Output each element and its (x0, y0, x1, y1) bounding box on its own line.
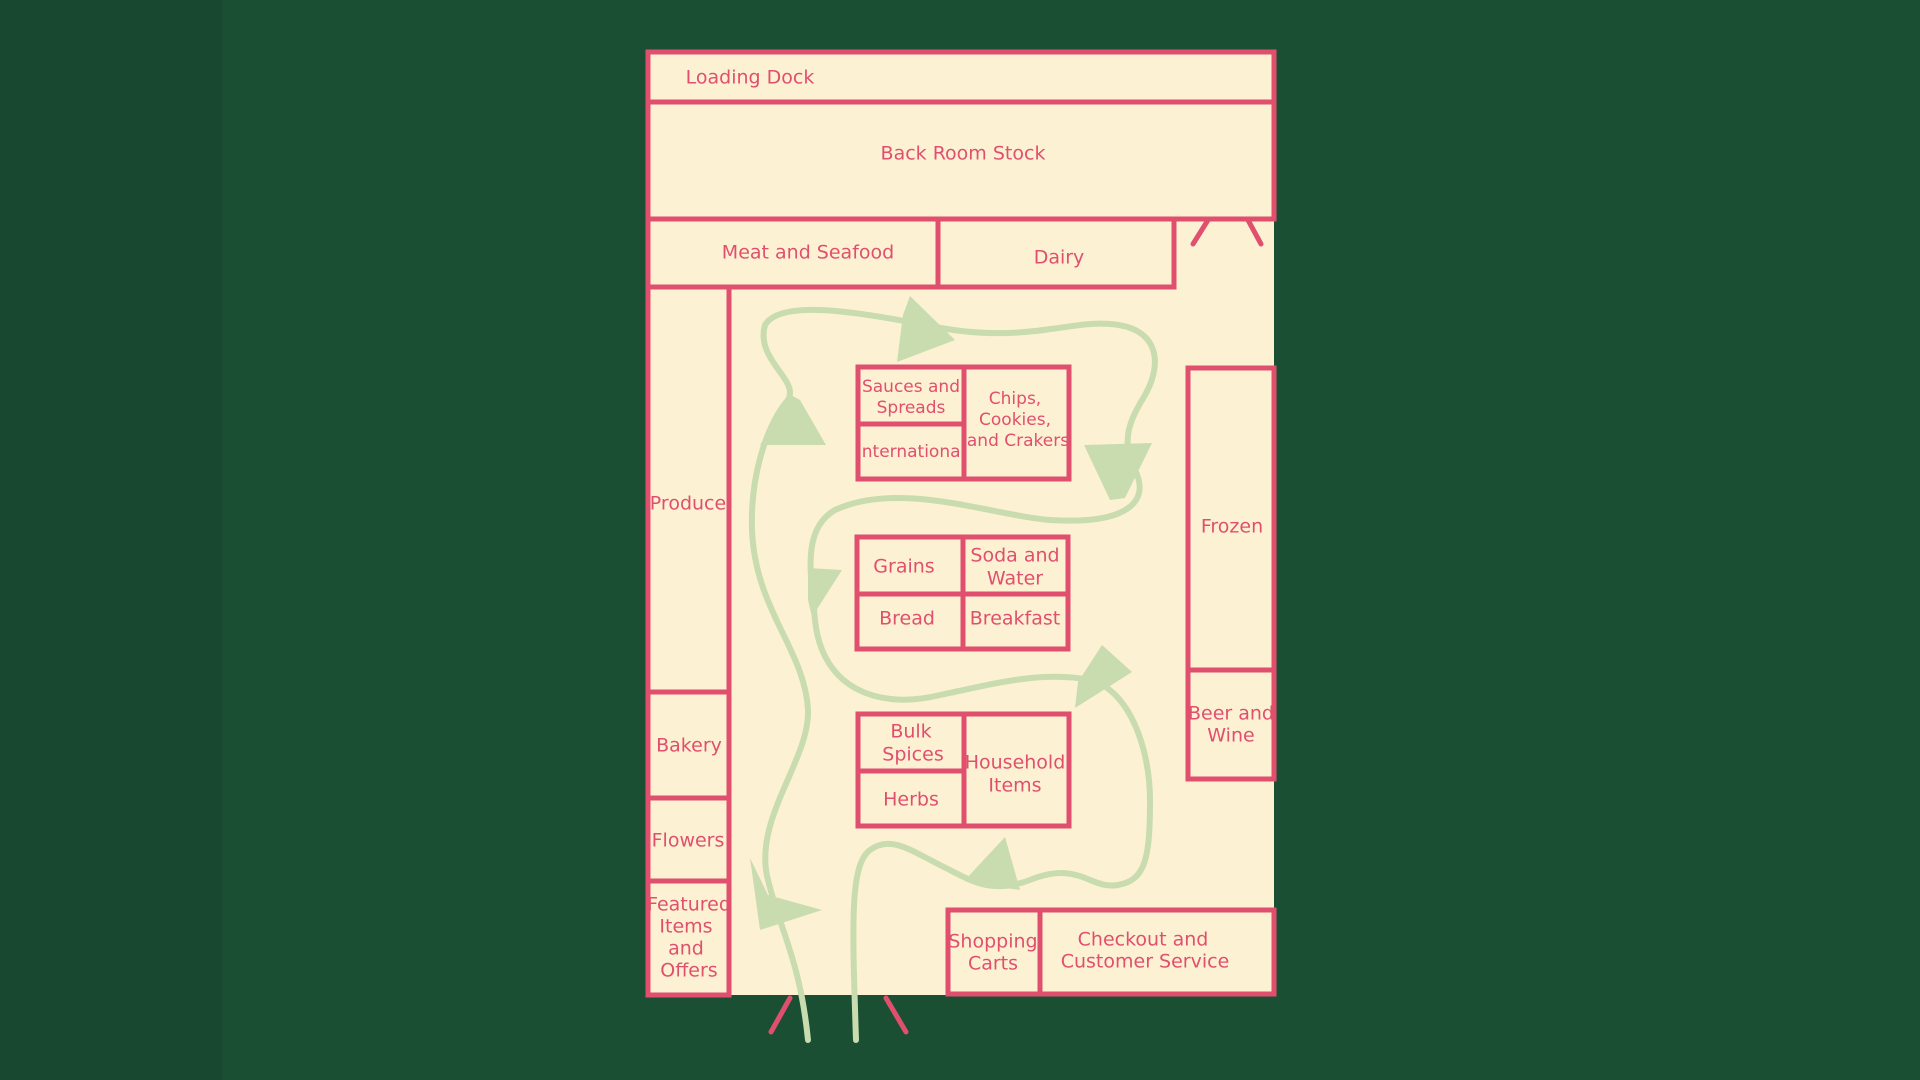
zone-back-room-stock (645, 99, 1277, 222)
zone-household-items (961, 711, 1072, 829)
label-checkout-1: Checkout and (1078, 929, 1209, 951)
entrance-door-right (883, 995, 909, 1035)
zone-beer-and-wine (1185, 667, 1277, 782)
label-sauces-1: Sauces and (862, 377, 960, 397)
zone-produce (645, 284, 732, 695)
label-dairy: Dairy (1034, 247, 1085, 269)
label-household-2: Items (988, 775, 1041, 797)
label-bulk-spices-2: Spices (882, 744, 943, 766)
zone-bread (854, 591, 966, 652)
label-frozen: Frozen (1201, 516, 1263, 538)
route-arrow-2 (760, 395, 826, 445)
route-arrow-5 (808, 568, 842, 617)
label-bread: Bread (879, 608, 935, 630)
zone-soda-and-water (960, 534, 1071, 597)
zone-bakery (645, 689, 732, 801)
zone-grains (854, 534, 966, 597)
label-featured-1: Featured (647, 894, 731, 916)
label-chips-1: Chips, (989, 389, 1041, 409)
zone-sauces-and-spreads (855, 364, 967, 427)
label-shopping-carts-1: Shopping (948, 931, 1037, 953)
zone-flowers (645, 795, 732, 884)
label-back-room-stock: Back Room Stock (881, 143, 1046, 165)
label-international: International (857, 442, 966, 462)
label-bulk-spices-1: Bulk (890, 721, 931, 743)
route-arrow-6 (1075, 645, 1132, 708)
zone-herbs (855, 768, 967, 829)
label-loading-dock: Loading Dock (686, 67, 815, 89)
label-featured-2: Items (659, 916, 712, 938)
label-bakery: Bakery (656, 735, 722, 757)
label-featured-3: and (668, 938, 704, 960)
label-featured-4: Offers (660, 960, 717, 982)
label-chips-3: and Crakers (967, 431, 1069, 451)
label-meat-and-seafood: Meat and Seafood (722, 242, 894, 264)
label-beer-and-wine-1: Beer and (1188, 703, 1274, 725)
label-soda-1: Soda and (970, 545, 1059, 567)
label-flowers: Flowers (652, 830, 725, 852)
zone-chips-cookies-crackers (961, 364, 1072, 482)
route-arrow-4 (1084, 443, 1152, 500)
label-grains: Grains (873, 556, 934, 578)
route-arrow-3 (897, 296, 955, 362)
zone-frozen (1185, 365, 1277, 673)
label-produce: Produce (650, 493, 726, 515)
zone-dairy (935, 216, 1177, 290)
back-door-left (1190, 217, 1211, 247)
zone-featured (645, 878, 732, 998)
label-soda-2: Water (987, 568, 1043, 590)
label-shopping-carts-2: Carts (968, 953, 1018, 975)
entrance-door-left (768, 995, 793, 1035)
label-checkout-2: Customer Service (1061, 951, 1230, 973)
back-door-right (1245, 217, 1264, 247)
zone-breakfast (960, 591, 1071, 652)
zone-shopping-carts (945, 907, 1043, 997)
label-sauces-2: Spreads (877, 398, 946, 418)
label-beer-and-wine-2: Wine (1207, 725, 1254, 747)
label-breakfast: Breakfast (970, 608, 1060, 630)
label-chips-2: Cookies, (979, 410, 1051, 430)
route-arrow-1 (750, 858, 822, 930)
route-arrow-7 (965, 837, 1020, 890)
zone-checkout (1037, 907, 1277, 997)
background-band (0, 0, 222, 1080)
zone-loading-dock (645, 49, 1277, 105)
label-herbs: Herbs (883, 789, 939, 811)
label-household-1: Household (965, 752, 1066, 774)
customer-route (748, 296, 1158, 1043)
route-path-main (748, 306, 1158, 1043)
